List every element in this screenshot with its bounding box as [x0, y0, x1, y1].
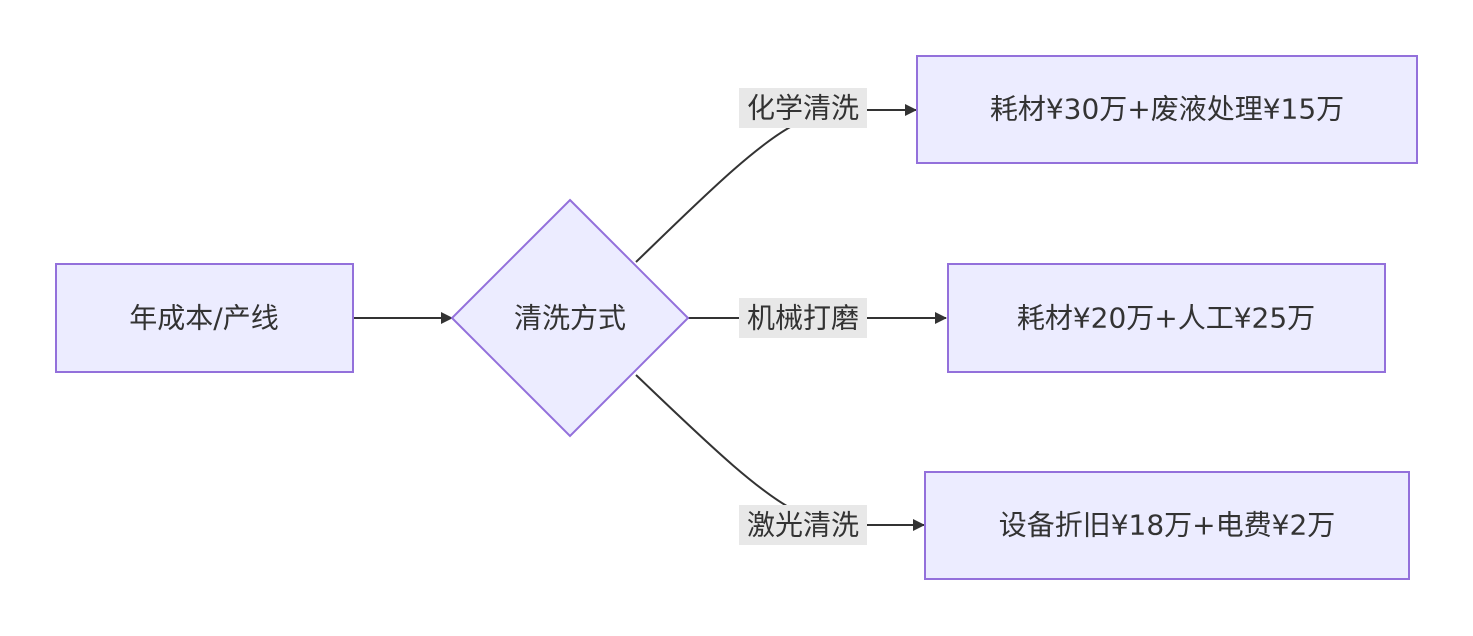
edge-label-chem: 化学清洗 — [739, 88, 867, 128]
node-chemical-cost[interactable]: 耗材¥30万+废液处理¥15万 — [916, 55, 1418, 164]
edge-decision-to-laser — [635, 374, 925, 531]
edge-label-mech-text: 机械打磨 — [747, 302, 859, 335]
edge-label-laser-text: 激光清洗 — [747, 509, 859, 542]
node-cleaning-method-label: 清洗方式 — [514, 302, 626, 335]
node-chemical-cost-label: 耗材¥30万+废液处理¥15万 — [990, 93, 1344, 126]
node-annual-cost[interactable]: 年成本/产线 — [55, 263, 354, 373]
node-laser-cost[interactable]: 设备折旧¥18万+电费¥2万 — [924, 471, 1410, 580]
edge-decision-to-chem — [635, 104, 917, 263]
node-laser-cost-label: 设备折旧¥18万+电费¥2万 — [999, 509, 1336, 542]
node-mechanical-cost[interactable]: 耗材¥20万+人工¥25万 — [947, 263, 1386, 373]
edge-label-chem-text: 化学清洗 — [747, 92, 859, 125]
edge-label-laser: 激光清洗 — [739, 505, 867, 545]
node-cleaning-method-decision[interactable]: 清洗方式 — [450, 198, 690, 438]
edge-label-mech: 机械打磨 — [739, 298, 867, 338]
node-mechanical-cost-label: 耗材¥20万+人工¥25万 — [1017, 302, 1315, 335]
node-annual-cost-label: 年成本/产线 — [129, 302, 278, 335]
